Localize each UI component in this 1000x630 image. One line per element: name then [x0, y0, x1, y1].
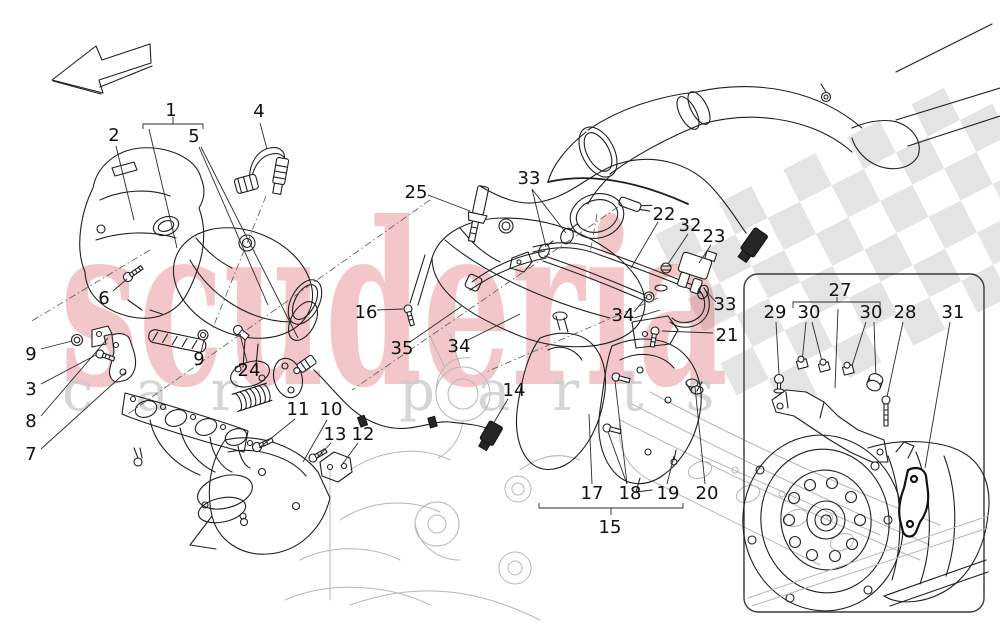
- checker-cell: [895, 136, 945, 185]
- callout-28[interactable]: 28: [894, 302, 917, 323]
- lambda-sensor-14-drawing: [293, 354, 503, 452]
- checker-cell: [928, 200, 977, 249]
- checker-cell: [897, 297, 946, 346]
- callout-32[interactable]: 32: [679, 215, 702, 236]
- callout-34[interactable]: 34: [612, 305, 635, 326]
- checker-cell: [960, 103, 1000, 153]
- mount-bracket-cluster-drawing: [70, 325, 137, 383]
- callout-12[interactable]: 12: [352, 424, 375, 445]
- callout-7[interactable]: 7: [25, 444, 36, 465]
- checker-cell: [944, 152, 993, 201]
- checker-cell: [783, 153, 832, 202]
- checker-cell: [767, 201, 816, 251]
- checker-cell: [847, 120, 896, 170]
- temperature-sensor-25-drawing: [467, 185, 490, 243]
- construction-lines: [29, 195, 659, 415]
- callout-8[interactable]: 8: [25, 411, 36, 432]
- heat-shield-lower-drawing: [189, 437, 353, 555]
- exhaust-manifold-drawing: [121, 357, 304, 524]
- callout-23[interactable]: 23: [703, 226, 726, 247]
- callout-6[interactable]: 6: [98, 288, 109, 309]
- callout-3[interactable]: 3: [25, 379, 36, 400]
- callout-31[interactable]: 31: [942, 302, 965, 323]
- callout-21[interactable]: 21: [716, 325, 739, 346]
- callout-2[interactable]: 2: [108, 125, 119, 146]
- callout-9[interactable]: 9: [193, 349, 204, 370]
- callout-18[interactable]: 18: [619, 483, 642, 504]
- checker-cell: [703, 234, 752, 283]
- exhaust-pipe-drawing: [547, 23, 1000, 205]
- callout-30[interactable]: 30: [860, 302, 883, 323]
- checker-cell: [815, 217, 865, 266]
- checker-cell: [992, 167, 1000, 217]
- callout-33[interactable]: 33: [518, 168, 541, 189]
- callout-20[interactable]: 20: [696, 483, 719, 504]
- callout-30[interactable]: 30: [798, 302, 821, 323]
- callout-22[interactable]: 22: [653, 204, 676, 225]
- callout-9[interactable]: 9: [25, 344, 36, 365]
- callout-14[interactable]: 14: [503, 380, 526, 401]
- checker-cell: [911, 87, 961, 137]
- direction-arrow-icon: [51, 43, 153, 95]
- cat-heat-shields-drawing: [515, 311, 704, 493]
- checker-cell: [880, 184, 929, 234]
- checker-cell: [687, 282, 737, 332]
- callout-24[interactable]: 24: [238, 360, 261, 381]
- checker-cell: [912, 248, 962, 298]
- group-bracket-27: [792, 297, 881, 308]
- checker-cell: [831, 169, 881, 218]
- checker-cell: [784, 314, 833, 363]
- checker-cell: [976, 216, 1000, 265]
- vacuum-pipes-drawing: [532, 193, 718, 349]
- checker-cell: [736, 298, 785, 347]
- callout-35[interactable]: 35: [391, 338, 414, 359]
- callout-1[interactable]: 1: [165, 100, 176, 121]
- inset-box: [742, 273, 990, 613]
- leader-lines: [40, 122, 951, 485]
- callout-19[interactable]: 19: [657, 483, 680, 504]
- checkered-flag-watermark: [655, 87, 1000, 412]
- catalytic-converter-center-drawing: [409, 177, 689, 348]
- callout-25[interactable]: 25: [405, 182, 428, 203]
- callout-11[interactable]: 11: [287, 399, 310, 420]
- transmission-drawing: [742, 434, 990, 612]
- callout-15[interactable]: 15: [599, 517, 622, 538]
- callout-33[interactable]: 33: [714, 294, 737, 315]
- oxygen-sensor-4-drawing: [233, 147, 290, 195]
- callout-27[interactable]: 27: [829, 280, 852, 301]
- checker-cell: [719, 185, 768, 235]
- checker-cell: [864, 233, 913, 282]
- group-brackets: [142, 117, 881, 515]
- callout-5[interactable]: 5: [188, 126, 199, 147]
- callout-4[interactable]: 4: [253, 101, 264, 122]
- callout-13[interactable]: 13: [324, 424, 347, 445]
- callout-17[interactable]: 17: [581, 483, 604, 504]
- heat-shield-upper-drawing: [79, 147, 205, 319]
- checker-cell: [961, 264, 1000, 314]
- bracket-27-drawing: [771, 355, 891, 463]
- checker-cell: [848, 281, 898, 331]
- callout-10[interactable]: 10: [320, 399, 343, 420]
- group-bracket-1: [142, 117, 204, 129]
- callout-16[interactable]: 16: [355, 302, 378, 323]
- callout-29[interactable]: 29: [764, 302, 787, 323]
- sensor-cable-drawing: [479, 158, 768, 263]
- callout-34[interactable]: 34: [448, 336, 471, 357]
- catalytic-converter-left-drawing: [148, 227, 323, 388]
- group-bracket-15: [538, 503, 684, 515]
